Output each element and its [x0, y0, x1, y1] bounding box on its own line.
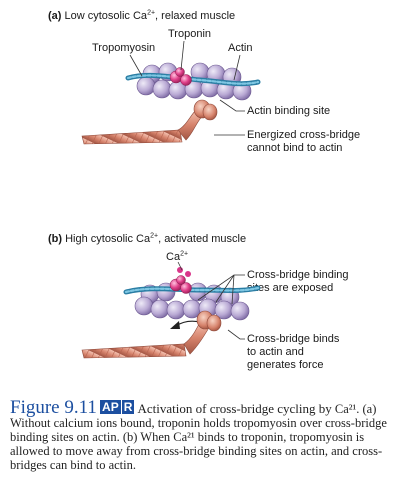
label-tropomyosin: Tropomyosin	[92, 42, 156, 54]
label-crossbridge-cannot-bind-2: cannot bind to actin	[247, 142, 343, 154]
actin-front-row-b	[134, 296, 250, 321]
panel-a-title: (a) Low cytosolic Ca2+, relaxed muscle	[48, 9, 236, 22]
leaders-a	[129, 40, 245, 136]
calcium-ions	[177, 267, 191, 277]
ap-badge: AP	[100, 400, 121, 414]
thick-filament-a	[81, 99, 218, 145]
label-crossbridge-cannot-bind-1: Energized cross-bridge	[247, 129, 361, 141]
label-binds-force-1: Cross-bridge binds	[247, 333, 340, 345]
actin-filament-a	[136, 62, 252, 101]
tropomyosin-b	[123, 285, 261, 295]
leaders-b	[177, 261, 245, 340]
actin-front-row-a	[136, 76, 252, 101]
caption-body: Ca²¹. (a) Without calcium ions bound, tr…	[10, 402, 387, 472]
label-sites-exposed-1: Cross-bridge binding	[247, 269, 349, 281]
thick-filament-b	[81, 310, 222, 359]
troponin-a	[169, 67, 192, 86]
label-troponin: Troponin	[168, 28, 212, 40]
label-binds-force-3: generates force	[247, 359, 324, 371]
figure-number: Figure 9.11	[10, 397, 97, 418]
label-binds-force-2: to actin and	[247, 346, 304, 358]
label-actin-binding-site: Actin binding site	[247, 105, 331, 117]
troponin-b	[169, 275, 192, 294]
label-sites-exposed-2: sites are exposed	[247, 282, 334, 294]
caption-title: Activation of cross-bridge cycling by	[137, 401, 332, 416]
panel-b-title: (b) High cytosolic Ca2+, activated muscl…	[48, 232, 247, 245]
label-calcium: Ca2+	[166, 250, 189, 263]
force-arrow	[170, 320, 201, 329]
tropomyosin-a	[125, 72, 261, 87]
r-badge: R	[121, 400, 135, 414]
diagram-illustration	[81, 40, 261, 359]
label-actin: Actin	[228, 42, 253, 54]
